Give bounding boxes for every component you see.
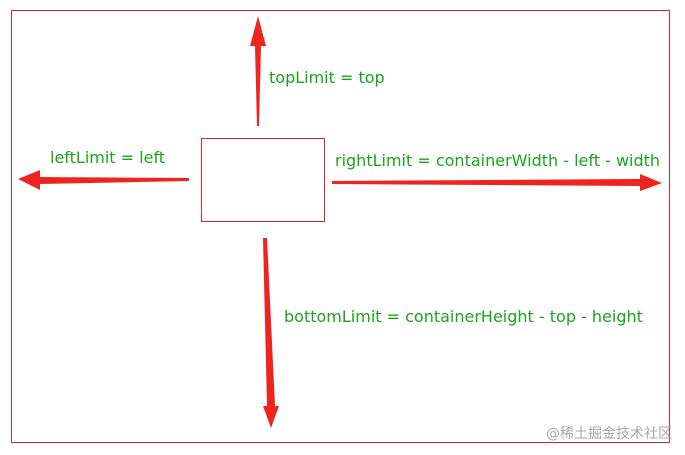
arrow-up-icon [250, 16, 266, 126]
arrow-right-icon [332, 174, 662, 191]
left-limit-label: leftLimit = left [50, 148, 166, 167]
right-limit-label: rightLimit = containerWidth - left - wid… [335, 151, 661, 170]
bottom-limit-label: bottomLimit = containerHeight - top - he… [284, 307, 643, 326]
arrow-down-icon [263, 238, 279, 428]
container-box [11, 10, 670, 443]
watermark: @稀土掘金技术社区 [546, 426, 672, 442]
arrow-left-icon [18, 170, 189, 190]
draggable-element-box [201, 138, 325, 222]
top-limit-label: topLimit = top [269, 68, 385, 87]
